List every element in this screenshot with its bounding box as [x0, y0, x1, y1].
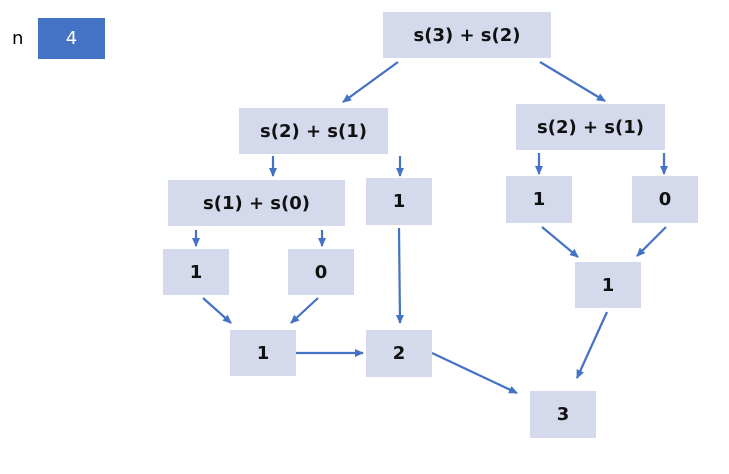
- edge-one-leftsum: [202, 297, 232, 324]
- n-value-box: 4: [38, 18, 105, 59]
- node-right-one: 1: [506, 176, 572, 223]
- edge-zero-leftsum: [290, 297, 319, 324]
- edge-rightsum-final: [575, 311, 609, 379]
- edge-lefttotal-final: [431, 352, 518, 394]
- node-leaf-zero: 0: [288, 249, 354, 295]
- node-root: s(3) + s(2): [383, 12, 551, 58]
- node-right-sum: 1: [575, 262, 641, 308]
- edge-rightone-rightsum: [541, 226, 579, 258]
- edge-root-rightmid: [539, 61, 606, 102]
- node-leaf-one: 1: [163, 249, 229, 295]
- node-left-total: 2: [366, 330, 432, 377]
- node-left-mid: s(2) + s(1): [239, 108, 388, 154]
- node-right-mid: s(2) + s(1): [516, 104, 665, 150]
- n-label: n: [12, 28, 24, 49]
- edge-rightzero-rightsum: [636, 226, 667, 257]
- edge-root-leftmid: [342, 61, 399, 103]
- node-left-low: s(1) + s(0): [168, 180, 345, 226]
- node-left-one: 1: [366, 178, 432, 225]
- node-final: 3: [530, 391, 596, 438]
- edge-one-lefttotal: [395, 227, 404, 324]
- node-right-zero: 0: [632, 176, 698, 223]
- node-left-sum: 1: [230, 330, 296, 376]
